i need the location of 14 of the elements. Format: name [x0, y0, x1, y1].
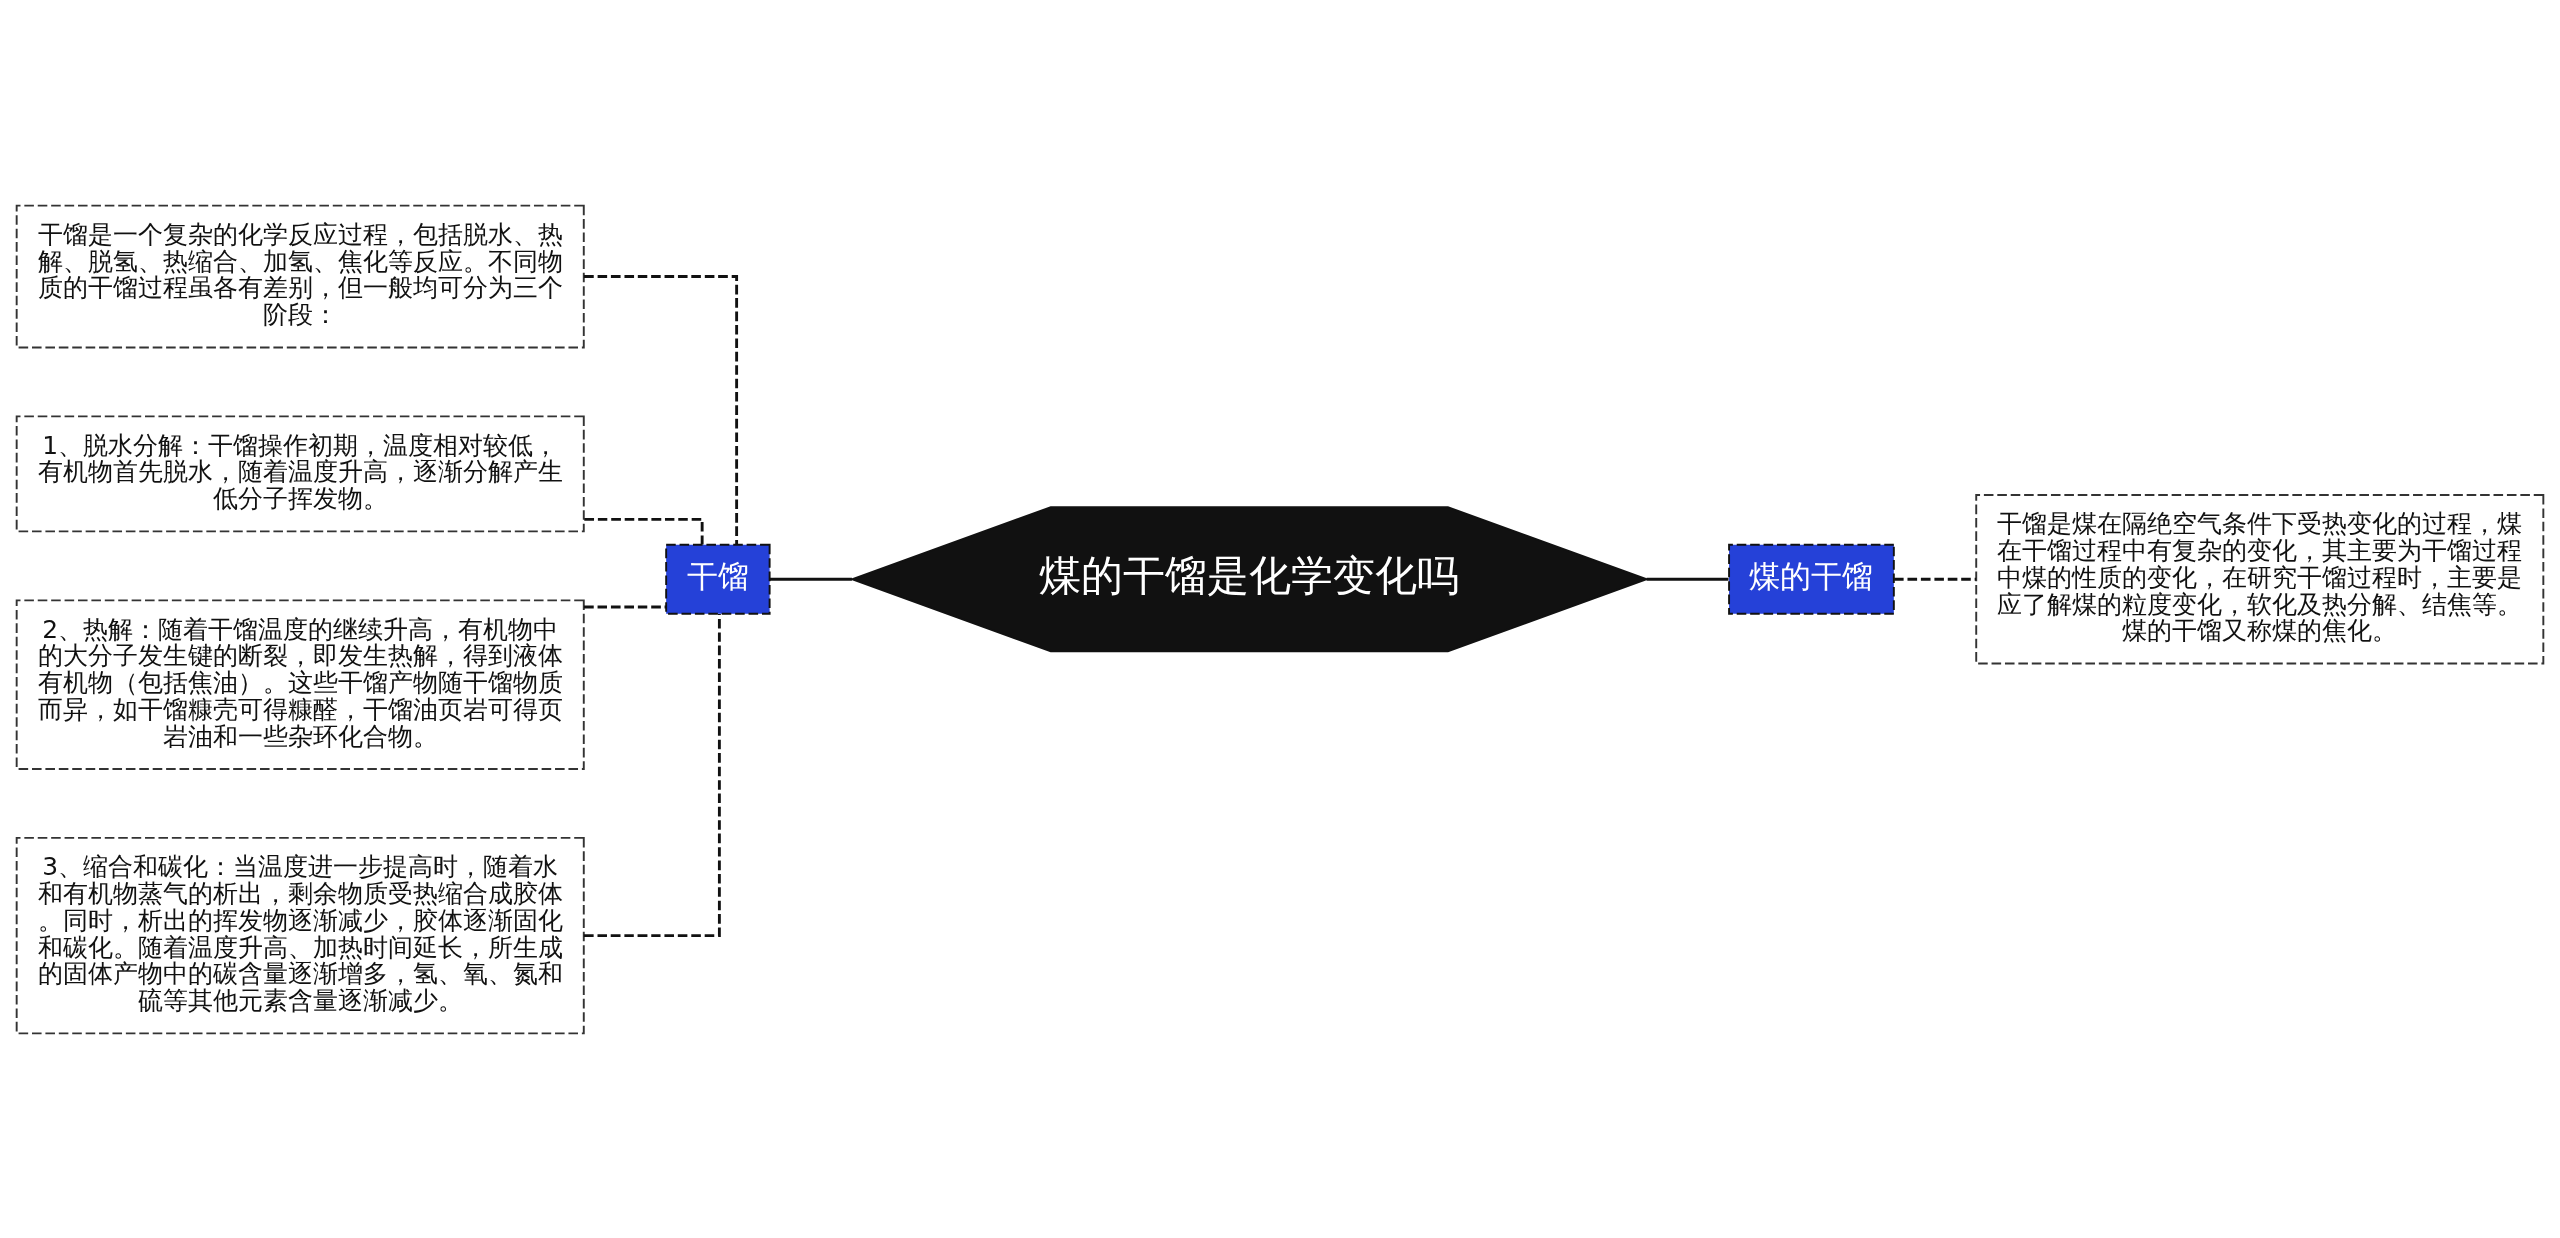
- connector: [1894, 577, 1977, 581]
- connector: [583, 613, 721, 937]
- node-box: 干馏: [665, 543, 771, 615]
- node-box: 1、脱水分解：干馏操作初期，温度相对较低，有机物首先脱水，随着温度升高，逐渐分解产生低分子挥发物。: [15, 414, 585, 532]
- node-box: 干馏是一个复杂的化学反应过程，包括脱水、热解、脱氢、热缩合、加氢、焦化等反应。不同物质的干馏过程虽各有差别，但一般均可分为三个阶段：: [15, 204, 585, 348]
- node-box: 干馏是煤在隔绝空气条件下受热变化的过程，煤在干馏过程中有复杂的变化，其主要为干馏过程中煤的性质的变化，在研究干馏过程时，主要是应了解煤的粒度变化，软化及热分解、结焦等。煤的干馏又称煤的焦化。: [1975, 493, 2545, 665]
- connector: [769, 577, 852, 581]
- node-box: 3、缩合和碳化：当温度进一步提高时，随着水和有机物蒸气的析出，剩余物质受热缩合成胶体。同时，析出的挥发物逐渐减少，胶体逐渐固化和碳化。随着温度升高、加热时间延长，所生成的固体产物中的碳含量逐渐增多，氢、氧、氮和硫等其他元素含量逐渐减少。: [15, 836, 585, 1034]
- connector: [1646, 577, 1729, 581]
- connector: [584, 605, 667, 608]
- node-box: 2、热解：随着干馏温度的继续升高，有机物中的大分子发生键的断裂，即发生热解，得到液体有机物（包括焦油）。这些干馏产物随干馏物质而异，如干馏糠壳可得糠醛，干馏油页岩可得页岩油和一些杂环化合物。: [15, 598, 585, 770]
- connector: [584, 274, 739, 545]
- node-box: 煤的干馏: [1728, 543, 1895, 615]
- connector: [584, 517, 704, 544]
